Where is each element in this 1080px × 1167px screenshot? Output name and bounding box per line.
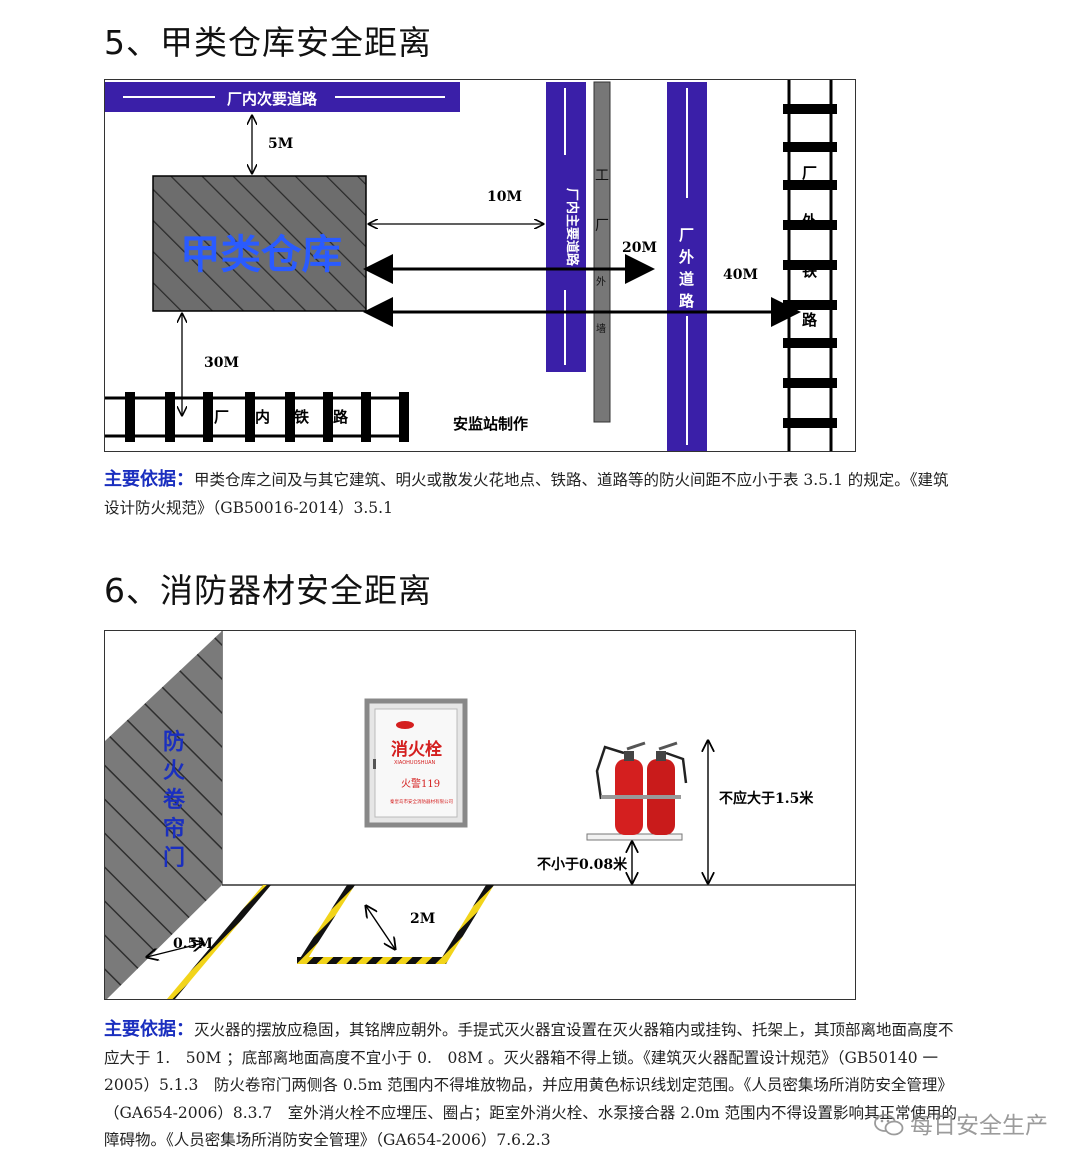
wall-char: 墙	[596, 322, 606, 335]
outside-rail-char: 厂	[802, 164, 817, 182]
warehouse-label: 甲类仓库	[180, 231, 342, 278]
warehouse-diagram-svg: 厂内次要道路 厂 内 主 要 道 路 工 厂 外 墙	[105, 80, 837, 451]
section6-heading: 6、消防器材安全距离	[104, 571, 432, 610]
dist-5m-label: 5M	[268, 136, 293, 152]
section6-basis: 主要依据：灭火器的摆放应稳固，其铭牌应朝外。手提式灭火器宜设置在灭火器箱内或挂钩…	[104, 1016, 966, 1155]
wall-char: 外	[596, 276, 606, 288]
warehouse-distance-diagram: 厂内次要道路 厂 内 主 要 道 路 工 厂 外 墙	[104, 79, 856, 452]
outside-rail-char: 路	[802, 311, 818, 329]
outside-road-char: 道	[679, 270, 694, 288]
inside-rail-char: 铁	[294, 408, 309, 426]
door-char: 防	[163, 729, 185, 755]
main-road-char: 主	[564, 214, 580, 227]
outside-rail-char: 外	[801, 212, 817, 230]
main-road-inside: 厂 内 主 要 道 路	[546, 82, 586, 372]
section6-basis-text: 灭火器的摆放应稳固，其铭牌应朝外。手提式灭火器宜设置在灭火器箱内或挂钩、托架上，…	[104, 1021, 957, 1149]
main-road-char: 要	[564, 227, 579, 240]
door-char: 火	[163, 758, 185, 784]
fire-extinguisher-icon	[595, 741, 646, 835]
section5-basis-label: 主要依据：	[104, 469, 194, 490]
section5-heading: 5、甲类仓库安全距离	[104, 23, 432, 62]
dist-20m-label: 20M	[622, 240, 657, 256]
fire-equipment-diagram: 防 火 卷 帘 门 消火栓 XIAOHUOSHUAN 火警119 秦皇岛市安全消…	[104, 630, 856, 1000]
dist-40m-label: 40M	[723, 267, 758, 283]
wall-char: 工	[595, 168, 609, 184]
door-char: 卷	[162, 787, 186, 813]
class-a-warehouse: 甲类仓库	[152, 175, 367, 312]
fire-equipment-svg: 防 火 卷 帘 门 消火栓 XIAOHUOSHUAN 火警119 秦皇岛市安全消…	[105, 631, 855, 999]
minor-road: 厂内次要道路	[105, 82, 460, 112]
min-height-label: 不小于0.08米	[537, 856, 628, 873]
credit-label: 安监站制作	[453, 415, 528, 433]
outside-road-char: 厂	[679, 226, 694, 244]
dist-10m-label: 10M	[487, 189, 522, 205]
section6-basis-label: 主要依据：	[104, 1019, 194, 1040]
fire-hydrant-cabinet: 消火栓 XIAOHUOSHUAN 火警119 秦皇岛市安全消防器材有限公司	[364, 698, 468, 828]
height-arrows	[147, 741, 708, 957]
outside-road: 厂 外 道 路	[667, 82, 707, 451]
wechat-icon	[874, 1114, 904, 1136]
dimension-arrows	[182, 116, 801, 415]
outside-road-char: 路	[679, 292, 695, 310]
hydrant-maker: 秦皇岛市安全消防器材有限公司	[390, 798, 453, 805]
door-char: 门	[163, 845, 185, 871]
hydrant-title: 消火栓	[391, 739, 442, 760]
outside-rail-char: 铁	[802, 262, 817, 280]
inside-railway: 厂 内 铁 路	[105, 392, 409, 442]
fire-extinguisher-icon	[647, 741, 688, 835]
hydrant-subtitle: XIAOHUOSHUAN	[394, 760, 436, 766]
main-road-char: 路	[564, 253, 580, 267]
outside-road-char: 外	[678, 248, 694, 266]
outside-railway: 厂 外 铁 路	[783, 80, 837, 451]
hydrant-phone: 火警119	[401, 777, 440, 790]
minor-road-label: 厂内次要道路	[227, 90, 318, 108]
section5-basis-text: 甲类仓库之间及与其它建筑、明火或散发火花地点、铁路、道路等的防火间距不应小于表 …	[104, 471, 949, 517]
wall-char: 厂	[595, 218, 609, 234]
main-road-char: 厂	[564, 188, 579, 201]
watermark-text: 每日安全生产	[910, 1113, 1048, 1139]
inside-rail-char: 路	[333, 408, 349, 426]
inside-rail-char: 厂	[214, 408, 229, 426]
main-road-char: 内	[564, 201, 580, 214]
max-height-label: 不应大于1.5米	[719, 790, 814, 807]
hydrant-zone-marking	[297, 885, 494, 964]
dist-05m-label: 0.5M	[173, 936, 213, 952]
section5-basis: 主要依据：甲类仓库之间及与其它建筑、明火或散发火花地点、铁路、道路等的防火间距不…	[104, 466, 964, 522]
hazard-strip-door	[167, 885, 271, 999]
fire-shutter-door: 防 火 卷 帘 门	[105, 631, 222, 999]
main-road-char: 道	[564, 240, 580, 253]
dist-2m-label: 2M	[410, 911, 435, 927]
door-char: 帘	[163, 816, 185, 842]
wechat-watermark: 每日安全生产	[874, 1106, 1048, 1140]
plant-wall: 工 厂 外 墙	[593, 81, 611, 423]
dist-30m-label: 30M	[204, 355, 239, 371]
inside-rail-char: 内	[255, 408, 270, 426]
fire-extinguisher-group	[586, 741, 688, 841]
